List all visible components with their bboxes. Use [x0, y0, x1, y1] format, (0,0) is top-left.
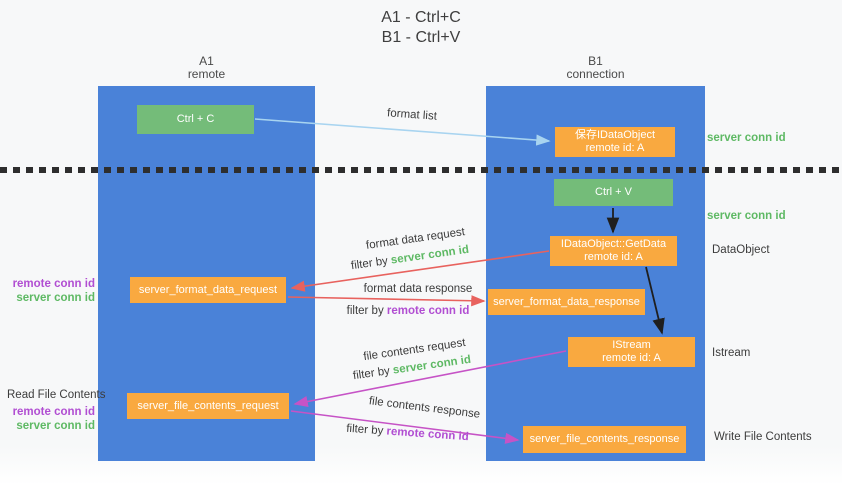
title-line-b1: B1 - Ctrl+V [381, 29, 461, 46]
ctrl-c-node: Ctrl + C [137, 105, 254, 134]
server-conn-id-text: server conn id [390, 243, 470, 267]
file-conn-id-group: remote conn id server conn id [10, 405, 95, 433]
ctrl-v-node: Ctrl + V [554, 179, 673, 206]
diagram-title: A1 - Ctrl+C B1 - Ctrl+V [0, 8, 842, 48]
getdata-line2: remote id: A [584, 251, 643, 263]
column-header-a1: A1 remote [98, 55, 315, 81]
getdata-line1: IDataObject::GetData [560, 238, 667, 250]
remote-conn-id-text: remote conn id [386, 425, 470, 444]
column-a1-subtitle: remote [187, 67, 226, 81]
filter-by-text: filter by [345, 422, 384, 438]
file-contents-response-label: file contents response [368, 395, 481, 421]
server-file-contents-request-node: server_file_contents_request [127, 393, 289, 419]
server-conn-id-mid-label: server conn id [707, 210, 786, 222]
server-format-data-response-node: server_format_data_response [488, 289, 645, 315]
ctrl-v-label: Ctrl + V [595, 186, 632, 198]
istream-line2: remote id: A [602, 352, 661, 364]
save-idataobject-line2: remote id: A [585, 142, 645, 154]
server-file-contents-request-label: server_file_contents_request [137, 399, 279, 412]
idataobject-getdata-node: IDataObject::GetData remote id: A [550, 236, 677, 266]
format-conn-id-group: remote conn id server conn id [10, 277, 95, 305]
save-idataobject-line1: 保存IDataObject [574, 129, 656, 141]
file-contents-response-filter-label: filter by remote conn id [335, 422, 480, 444]
column-a1-name: A1 [199, 54, 214, 68]
write-file-contents-label: Write File Contents [714, 431, 812, 443]
column-header-b1: B1 connection [486, 55, 705, 81]
filter-by-text: filter by [350, 255, 389, 273]
format-data-response-label: format data response [363, 283, 473, 295]
remote-conn-id-text: remote conn id [386, 305, 470, 317]
column-b1-subtitle: connection [566, 67, 625, 81]
istream-line1: IStream [612, 339, 651, 351]
server-conn-id-top-label: server conn id [707, 132, 786, 144]
format-data-response-arrow [287, 295, 486, 307]
server-format-data-request-node: server_format_data_request [130, 277, 286, 303]
dotted-separator-line [0, 167, 842, 173]
istream-node: IStream remote id: A [568, 337, 695, 367]
filter-by-text: filter by [352, 365, 391, 383]
filter-by-text: filter by [346, 305, 384, 317]
server-conn-id-label: server conn id [16, 420, 95, 432]
column-b1-name: B1 [588, 54, 603, 68]
server-file-contents-response-label: server_file_contents_response [529, 433, 680, 445]
save-idataobject-node: 保存IDataObject remote id: A [555, 127, 675, 157]
dataobject-label: DataObject [712, 244, 770, 256]
server-format-data-request-label: server_format_data_request [138, 283, 278, 296]
server-file-contents-response-node: server_file_contents_response [523, 426, 686, 453]
istream-side-label: Istream [712, 347, 751, 359]
server-conn-id-label: server conn id [16, 292, 95, 304]
read-file-contents-label: Read File Contents [7, 389, 106, 401]
format-data-response-filter-label: filter by remote conn id [338, 305, 478, 317]
title-line-a1: A1 - Ctrl+C [381, 9, 461, 26]
remote-conn-id-label: remote conn id [12, 278, 95, 290]
format-list-label: format list [386, 107, 438, 123]
ctrl-c-label: Ctrl + C [176, 113, 215, 125]
server-format-data-response-label: server_format_data_response [493, 295, 640, 308]
remote-conn-id-label: remote conn id [12, 406, 95, 418]
